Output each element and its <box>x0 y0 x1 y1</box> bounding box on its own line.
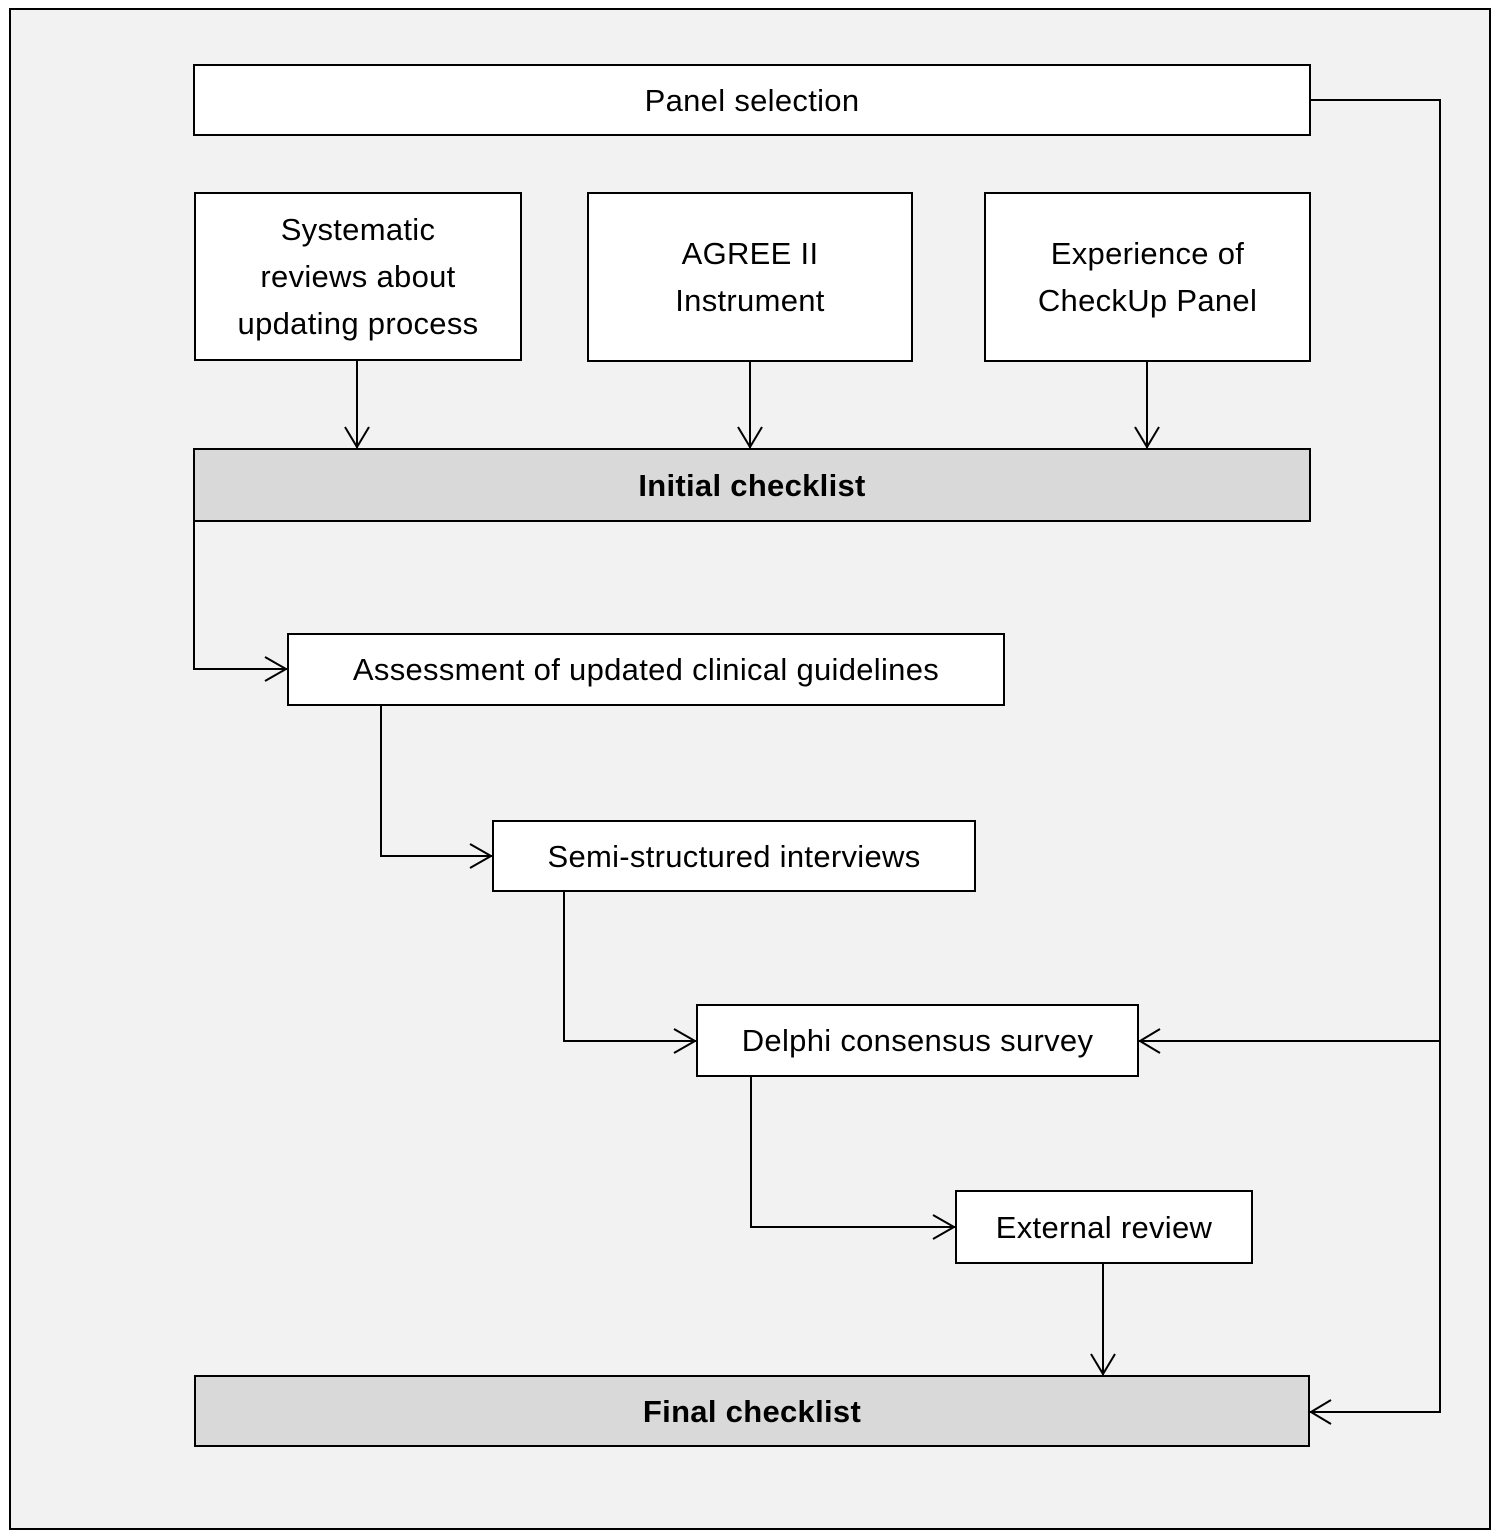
arrowhead-final-from-external <box>1090 1353 1116 1376</box>
agree-ii-box: AGREE II Instrument <box>587 192 913 362</box>
arrowhead-systematic <box>344 426 370 449</box>
agree-ii-label: AGREE II Instrument <box>675 236 825 318</box>
external-review-box: External review <box>955 1190 1253 1264</box>
external-review-label: External review <box>995 1209 1213 1245</box>
arrowhead-delphi-from-panel <box>1138 1028 1161 1054</box>
arrowhead-agree <box>737 426 763 449</box>
delphi-label: Delphi consensus survey <box>741 1023 1094 1058</box>
edge-initial-to-assessment <box>193 521 287 670</box>
panel-selection-box: Panel selection <box>193 64 1311 136</box>
interviews-label: Semi-structured interviews <box>547 838 921 874</box>
arrowhead-assessment <box>264 656 289 682</box>
initial-checklist-label: Initial checklist <box>638 467 866 503</box>
final-checklist-box: Final checklist <box>194 1375 1310 1447</box>
initial-checklist-box: Initial checklist <box>193 448 1311 522</box>
edge-interviews-to-delphi <box>563 891 696 1042</box>
edge-panel-to-right-rail <box>1310 99 1441 1413</box>
edge-delphi-to-external <box>750 1076 955 1228</box>
assessment-label: Assessment of updated clinical guideline… <box>352 652 940 687</box>
delphi-box: Delphi consensus survey <box>696 1004 1139 1077</box>
experience-label: Experience of CheckUp Panel <box>1037 236 1258 318</box>
arrowhead-delphi <box>673 1028 698 1054</box>
arrowhead-interviews <box>469 843 494 869</box>
final-checklist-label: Final checklist <box>642 1393 862 1429</box>
arrowhead-experience <box>1134 426 1160 449</box>
interviews-box: Semi-structured interviews <box>492 820 976 892</box>
arrowhead-external <box>932 1214 957 1240</box>
panel-selection-label: Panel selection <box>644 82 860 118</box>
experience-box: Experience of CheckUp Panel <box>984 192 1311 362</box>
systematic-reviews-box: Systematic reviews about updating proces… <box>194 192 522 361</box>
arrowhead-final-from-panel <box>1309 1399 1332 1425</box>
systematic-reviews-label: Systematic reviews about updating proces… <box>237 212 479 341</box>
edge-assessment-to-interviews <box>380 705 492 857</box>
assessment-box: Assessment of updated clinical guideline… <box>287 633 1005 706</box>
